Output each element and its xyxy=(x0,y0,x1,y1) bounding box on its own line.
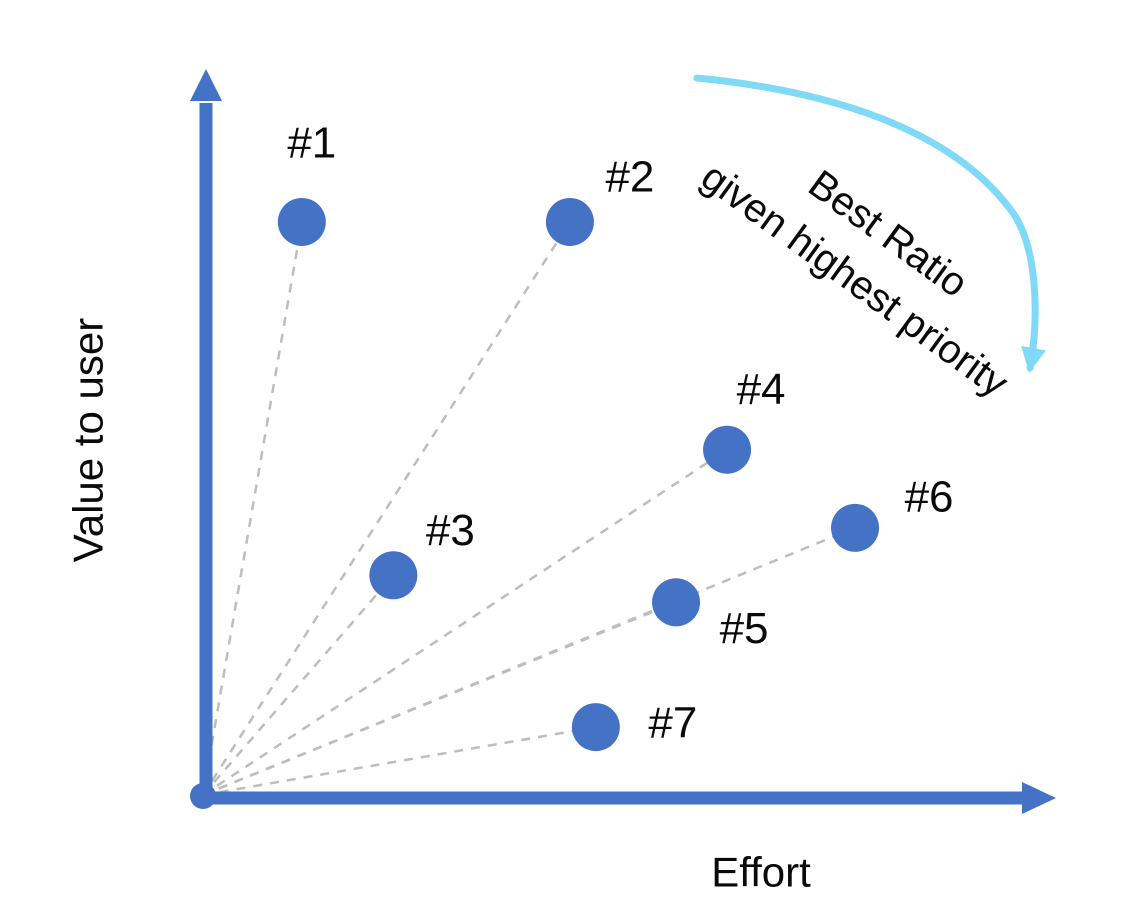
data-point-1: #1 xyxy=(277,118,336,246)
data-points: #1 #2 #3 #4 #5 #6 #7 xyxy=(277,118,954,752)
point-dot xyxy=(831,503,880,552)
ratio-ray-7 xyxy=(202,725,597,797)
data-point-7: #7 xyxy=(571,699,697,752)
data-point-4: #4 xyxy=(703,365,786,474)
ratio-ray-3 xyxy=(202,574,395,796)
x-axis-label: Effort xyxy=(711,849,811,896)
ratio-rays xyxy=(201,221,856,797)
priority-annotation: Best Ratio given highest priority xyxy=(693,154,1016,405)
y-axis-label: Value to user xyxy=(65,318,112,562)
point-dot xyxy=(703,425,752,474)
point-label: #7 xyxy=(648,699,697,748)
data-point-6: #6 xyxy=(831,472,954,552)
point-label: #1 xyxy=(287,118,336,167)
x-axis xyxy=(200,782,1056,814)
point-dot xyxy=(571,703,620,752)
point-dot xyxy=(545,197,594,246)
ratio-ray-2 xyxy=(201,221,571,796)
origin-dot xyxy=(190,783,216,809)
point-label: #5 xyxy=(720,604,769,653)
point-label: #4 xyxy=(737,365,786,414)
point-label: #6 xyxy=(905,472,954,521)
y-axis-arrowhead xyxy=(190,69,222,101)
point-label: #3 xyxy=(426,506,475,555)
data-point-2: #2 xyxy=(545,152,654,246)
x-axis-arrowhead xyxy=(1022,782,1056,814)
point-dot xyxy=(277,197,326,246)
data-point-3: #3 xyxy=(369,506,475,600)
data-point-5: #5 xyxy=(652,578,769,653)
ratio-ray-1 xyxy=(201,221,304,796)
point-dot xyxy=(369,551,418,600)
point-label: #2 xyxy=(605,152,654,201)
point-dot xyxy=(652,578,701,627)
ratio-ray-4 xyxy=(202,448,728,797)
priority-curved-arrow xyxy=(693,74,1046,373)
ratio-ray-6 xyxy=(202,526,856,797)
y-axis xyxy=(190,69,222,801)
